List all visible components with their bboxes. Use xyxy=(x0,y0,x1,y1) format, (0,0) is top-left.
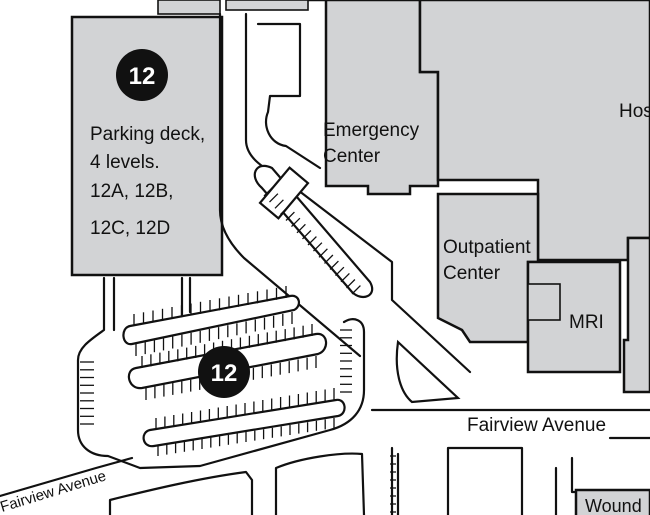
south-lot-a xyxy=(108,470,254,515)
parking-lot-badge xyxy=(198,346,250,398)
south-lot-c xyxy=(390,446,400,515)
hospital-east-wing xyxy=(622,236,650,394)
parking-stall-line xyxy=(285,211,295,221)
outpatient-center-label: Outpatient Center xyxy=(443,237,536,284)
emergency-dropoff xyxy=(256,22,322,170)
north-building-b xyxy=(225,0,309,11)
lot-row-north xyxy=(122,294,300,346)
lot-row-south xyxy=(142,398,346,448)
parking-stalls xyxy=(80,187,396,513)
wound-building[interactable] xyxy=(574,488,650,515)
parking-lot-number: 12 xyxy=(211,360,238,387)
parking-deck-badge xyxy=(116,49,168,101)
parking-stall-line xyxy=(274,199,284,209)
parking-stall-line xyxy=(329,260,339,270)
south-lot-e xyxy=(554,456,578,515)
parking-stall-line xyxy=(313,242,323,252)
wound-label: Wound xyxy=(585,496,642,515)
canopy xyxy=(258,166,310,220)
parking-stall-line xyxy=(346,279,356,289)
surface-lot-outline xyxy=(76,276,366,470)
south-building-d xyxy=(446,446,524,515)
hospital-label: Hos xyxy=(619,101,650,122)
parking-stall-line xyxy=(318,248,328,258)
north-building-a xyxy=(157,0,221,15)
parking-deck-description: Parking deck, 4 levels. 12A, 12B, 12C, 1… xyxy=(90,124,210,239)
south-lot-b xyxy=(274,452,366,515)
emergency-center-label: Emergency Center xyxy=(323,120,424,167)
parking-stall-line xyxy=(302,230,312,240)
mri-annex xyxy=(527,283,561,321)
parking-stall-line xyxy=(340,272,350,283)
fairview-avenue-west-north-edge xyxy=(0,456,134,498)
parking-deck-number: 12 xyxy=(129,63,156,90)
parking-stall-line xyxy=(280,205,290,215)
triangle-island xyxy=(395,339,461,404)
parking-stall-line xyxy=(296,223,306,234)
main-drive-west-edge xyxy=(218,12,362,358)
parking-stall-line xyxy=(335,266,345,277)
parking-stall-line xyxy=(269,193,279,203)
mri-label: MRI xyxy=(569,312,604,333)
parking-stall-line xyxy=(324,254,334,264)
parking-stall-line xyxy=(307,236,317,246)
fairview-avenue-label-east: Fairview Avenue xyxy=(467,415,606,436)
parking-stall-line xyxy=(351,285,361,295)
parking-stall-line xyxy=(263,187,273,197)
parking-stall-line xyxy=(291,217,301,228)
